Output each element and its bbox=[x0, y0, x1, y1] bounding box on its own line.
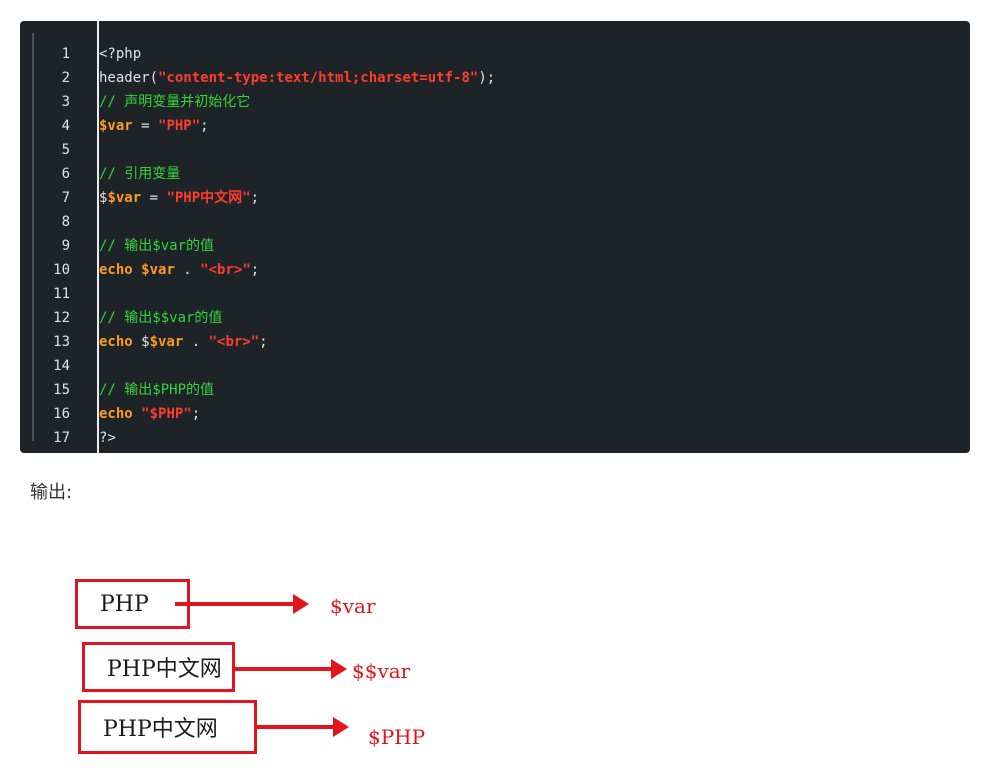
result-box-3: PHP中文网 bbox=[78, 700, 257, 754]
var-label-3: $PHP bbox=[368, 725, 426, 749]
result-text-3: PHP中文网 bbox=[103, 717, 218, 742]
line-number: 13 bbox=[53, 334, 70, 350]
code-token: $var bbox=[99, 118, 133, 134]
code-line: 10 echo $var . "<br>"; bbox=[20, 258, 970, 282]
code-token: $ bbox=[132, 334, 150, 350]
code-token: echo bbox=[99, 406, 133, 422]
code-token: ; bbox=[200, 118, 209, 134]
code-token: "content-type:text/html;charset=utf-8" bbox=[158, 70, 479, 86]
code-token: <?php bbox=[99, 46, 142, 62]
arrow-3 bbox=[257, 717, 349, 737]
arrow-2 bbox=[235, 659, 347, 679]
code-token: "<br>" bbox=[200, 262, 251, 278]
code-text: ?> bbox=[99, 426, 116, 450]
result-text-2: PHP中文网 bbox=[107, 657, 222, 682]
code-token: ); bbox=[478, 70, 496, 86]
line-number: 7 bbox=[61, 190, 70, 206]
code-token: header( bbox=[99, 70, 159, 86]
code-token: "$PHP" bbox=[141, 406, 192, 422]
line-number: 5 bbox=[61, 142, 70, 158]
code-text: $$var = "PHP中文网"; bbox=[99, 186, 259, 210]
result-box-1: PHP bbox=[75, 579, 190, 629]
line-number: 1 bbox=[61, 46, 70, 62]
code-text: echo $var . "<br>"; bbox=[99, 258, 259, 282]
code-text: <?php bbox=[99, 42, 141, 66]
code-token: = bbox=[141, 190, 167, 206]
code-token: // 输出$$var的值 bbox=[99, 310, 223, 326]
line-number: 3 bbox=[61, 94, 70, 110]
arrow-1 bbox=[175, 594, 309, 614]
code-line: 4 $var = "PHP"; bbox=[20, 114, 970, 138]
code-text: // 输出$var的值 bbox=[99, 234, 214, 258]
code-token bbox=[133, 406, 141, 422]
line-number: 4 bbox=[61, 118, 70, 134]
line-number: 6 bbox=[61, 166, 70, 182]
line-number: 10 bbox=[53, 262, 70, 278]
line-number: 17 bbox=[53, 430, 70, 446]
code-text: header("content-type:text/html;charset=u… bbox=[99, 66, 495, 90]
code-token: // 声明变量并初始化它 bbox=[99, 94, 251, 110]
code-token: . bbox=[174, 262, 201, 278]
result-text-1: PHP bbox=[100, 591, 149, 617]
code-line: 12 // 输出$$var的值 bbox=[20, 306, 970, 330]
code-line: 6 // 引用变量 bbox=[20, 162, 970, 186]
code-text: echo "$PHP"; bbox=[99, 402, 200, 426]
code-token: echo bbox=[99, 262, 133, 278]
code-left-bar bbox=[32, 33, 34, 441]
line-number: 8 bbox=[61, 214, 70, 230]
code-line: 13 echo $$var . "<br>"; bbox=[20, 330, 970, 354]
var-label-1: $var bbox=[330, 594, 376, 618]
line-number: 14 bbox=[53, 358, 70, 374]
line-number: 9 bbox=[61, 238, 70, 254]
code-token: // 引用变量 bbox=[99, 166, 181, 182]
code-text: echo $$var . "<br>"; bbox=[99, 330, 268, 354]
code-line: 3 // 声明变量并初始化它 bbox=[20, 90, 970, 114]
var-label-2: $$var bbox=[352, 659, 411, 683]
code-token: ?> bbox=[99, 430, 116, 446]
code-token: ; bbox=[191, 406, 201, 422]
code-text: // 声明变量并初始化它 bbox=[99, 90, 250, 114]
code-text: // 输出$$var的值 bbox=[99, 306, 222, 330]
code-line: 8 bbox=[20, 210, 970, 234]
code-block: 1 <?php 2 header("content-type:text/html;ch… bbox=[20, 21, 970, 453]
code-token: echo bbox=[99, 334, 133, 350]
code-token: $var bbox=[141, 262, 175, 278]
code-token: "PHP" bbox=[158, 118, 201, 134]
code-token: // 输出$PHP的值 bbox=[99, 382, 215, 398]
line-number: 12 bbox=[53, 310, 70, 326]
output-image: PHP $var PHP中文网 $$var PHP中文网 $PHP bbox=[60, 565, 500, 770]
code-token: $var bbox=[149, 334, 184, 350]
code-token: $var bbox=[107, 190, 142, 206]
line-number: 16 bbox=[53, 406, 70, 422]
code-text: $var = "PHP"; bbox=[99, 114, 209, 138]
code-token: ; bbox=[250, 262, 260, 278]
line-number: 2 bbox=[61, 70, 70, 86]
code-line: 15 // 输出$PHP的值 bbox=[20, 378, 970, 402]
code-line: 1 <?php bbox=[20, 42, 970, 66]
code-line: 7 $$var = "PHP中文网"; bbox=[20, 186, 970, 210]
line-number: 15 bbox=[53, 382, 70, 398]
code-line: 9 // 输出$var的值 bbox=[20, 234, 970, 258]
result-box-2: PHP中文网 bbox=[82, 642, 235, 692]
code-line: 16 echo "$PHP"; bbox=[20, 402, 970, 426]
code-token: $ bbox=[99, 190, 108, 206]
code-token: "<br>" bbox=[208, 334, 260, 350]
code-token: ; bbox=[259, 334, 268, 350]
code-token: = bbox=[132, 118, 159, 134]
code-line: 17 ?> bbox=[20, 426, 970, 450]
code-line: 5 bbox=[20, 138, 970, 162]
output-label: 输出: bbox=[30, 482, 73, 503]
code-line: 11 bbox=[20, 282, 970, 306]
code-text: // 输出$PHP的值 bbox=[99, 378, 214, 402]
gutter-divider bbox=[97, 21, 99, 453]
code-token: . bbox=[183, 334, 209, 350]
code-line: 14 bbox=[20, 354, 970, 378]
code-text: // 引用变量 bbox=[99, 162, 180, 186]
line-number: 11 bbox=[53, 286, 70, 302]
code-line: 2 header("content-type:text/html;charset=… bbox=[20, 66, 970, 90]
code-token bbox=[133, 262, 141, 278]
code-token: // 输出$var的值 bbox=[99, 238, 215, 254]
code-token: ; bbox=[250, 190, 260, 206]
code-token: "PHP中文网" bbox=[166, 190, 251, 206]
